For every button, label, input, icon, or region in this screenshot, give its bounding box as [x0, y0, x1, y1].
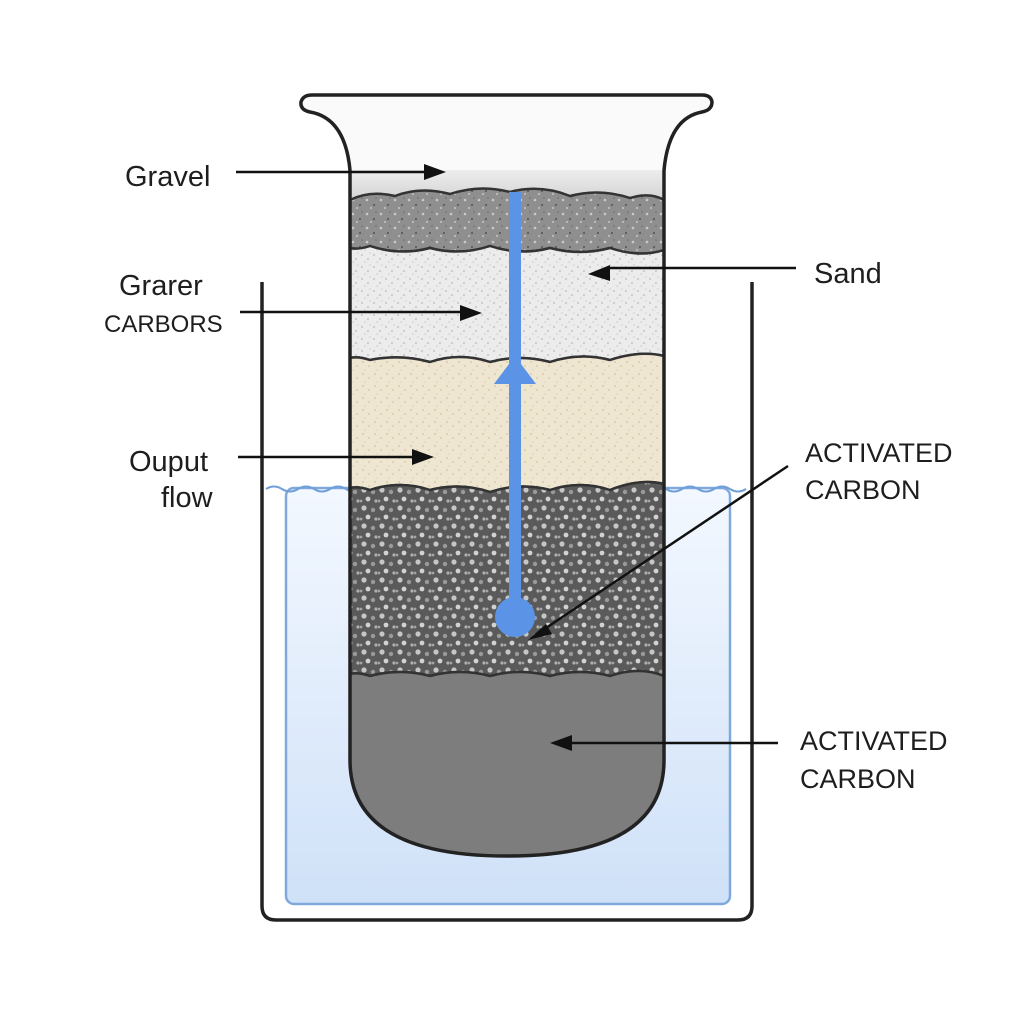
label-carbors: CARBORS — [104, 311, 223, 338]
sand-layer — [348, 244, 666, 364]
pointers — [236, 164, 796, 751]
label-ouput: Ouput — [129, 446, 208, 478]
gravel-layer — [348, 187, 666, 255]
activated-carbon-2-pointer-head — [550, 735, 572, 751]
flow-arrow — [494, 192, 536, 637]
coarse-carbon-layer — [348, 480, 666, 678]
label-gravel: Gravel — [125, 161, 210, 193]
beaker-wall — [260, 282, 754, 922]
label-sand: Sand — [814, 258, 882, 290]
label-activated-2: ACTIVATED — [800, 726, 948, 756]
filter-tube — [299, 93, 714, 858]
flow-arrow-head — [494, 356, 536, 384]
flow-arrow-shaft — [509, 192, 521, 612]
label-carbon-1: CARBON — [805, 475, 921, 505]
activated-carbon-layer — [348, 669, 666, 858]
carbors-pointer-head — [460, 305, 482, 321]
flow-arrow-bulb — [495, 597, 535, 637]
tube-rim — [299, 93, 714, 171]
label-flow: flow — [161, 482, 214, 514]
output-pointer-head — [412, 449, 434, 465]
label-carbon-2: CARBON — [800, 764, 916, 794]
tube-wall — [348, 150, 666, 858]
sand-pointer-head — [588, 265, 610, 281]
gravel-pointer-head — [424, 164, 446, 180]
activated-carbon-1-pointer-line — [539, 464, 789, 634]
label-activated-1: ACTIVATED — [805, 438, 953, 468]
activated-carbon-1-pointer-head — [528, 624, 552, 640]
labels: Gravel Grarer CARBORS Ouput flow Sand AC… — [104, 161, 953, 794]
label-grarer: Grarer — [119, 270, 203, 302]
